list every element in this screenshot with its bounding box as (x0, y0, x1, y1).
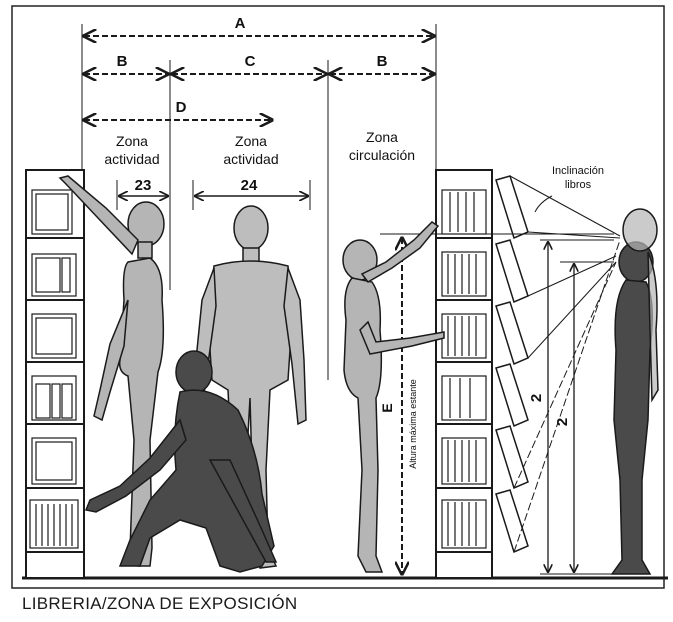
caption: LIBRERIA/ZONA DE EXPOSICIÓN (22, 594, 298, 613)
height-dimensions (548, 242, 574, 572)
dimension-label-e: E (379, 403, 395, 412)
height-label-1: 2 (528, 394, 545, 402)
dimension-label-c: C (245, 53, 256, 70)
height-label-2: 2 (554, 418, 571, 426)
dimension-lines (84, 36, 434, 120)
books-left (29, 189, 79, 549)
reference-lines (81, 24, 437, 380)
figure-standing-dark (610, 241, 654, 575)
zone-activity-right-line2: actividad (223, 151, 278, 167)
figure-reaching-shelf (58, 175, 165, 567)
zone-circulation-line2: circulación (349, 147, 415, 163)
zone-activity-left-line1: Zona (116, 133, 148, 149)
zone-activity-right-line1: Zona (235, 133, 267, 149)
figure-standing-light (622, 208, 659, 403)
dimension-label-a: A (235, 15, 246, 32)
inclination-leader (534, 195, 553, 213)
tilted-display-books (495, 175, 529, 554)
zone-activity-left-line2: actividad (104, 151, 159, 167)
inclination-label-line1: Inclinación (552, 165, 604, 177)
max-height-label: Altura máxima estante (408, 379, 418, 469)
inclination-label-line2: libros (565, 179, 592, 191)
zone-circulation-line1: Zona (366, 129, 398, 145)
dimension-label-d: D (176, 99, 187, 116)
figure-crouching (84, 350, 278, 573)
diagram-frame (11, 5, 665, 589)
figure-circulation (342, 221, 445, 573)
dimension-label-24: 24 (241, 177, 258, 194)
dimension-label-23: 23 (135, 177, 152, 194)
books-right (441, 189, 487, 549)
dimension-label-b-left: B (117, 53, 128, 70)
dimension-label-b-right: B (377, 53, 388, 70)
